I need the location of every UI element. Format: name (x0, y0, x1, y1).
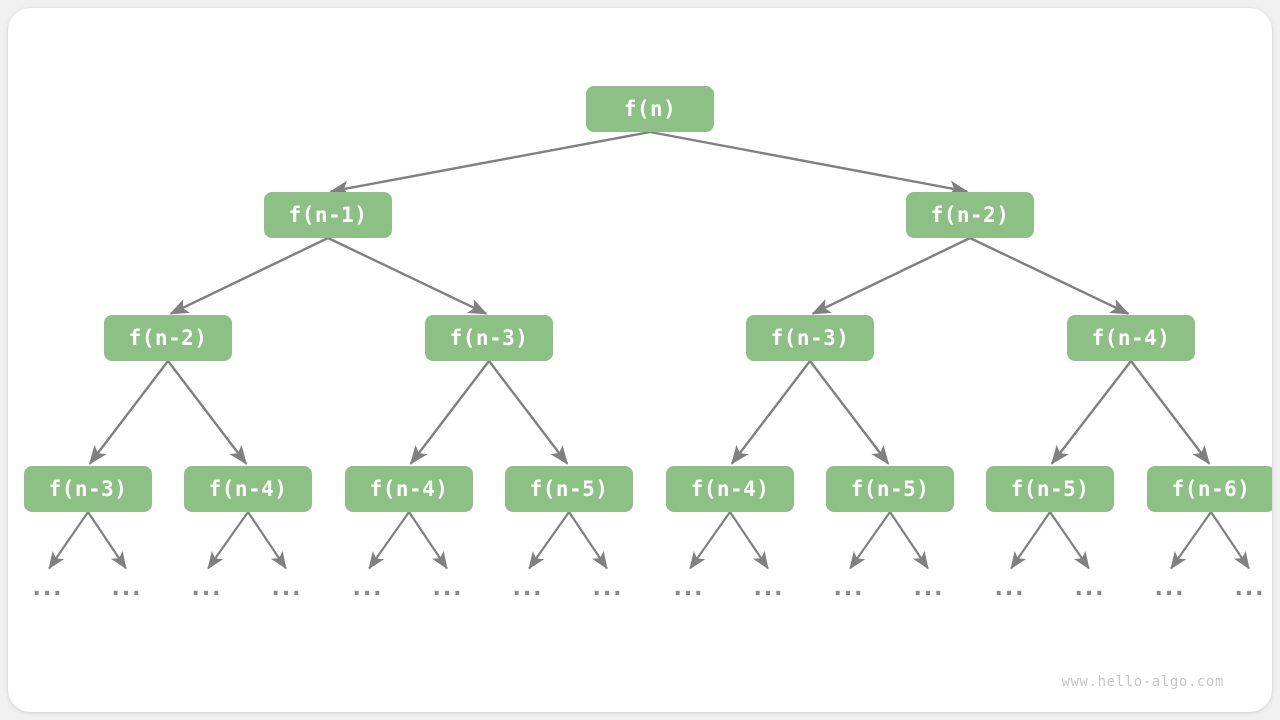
tree-edge-to-ellipsis (368, 511, 410, 570)
tree-node: f(n-1) (264, 192, 392, 238)
tree-edge-to-ellipsis (889, 511, 929, 570)
tree-node: f(n-6) (1147, 466, 1272, 512)
ellipsis-marker: ··· (352, 581, 384, 607)
ellipsis-marker: ··· (913, 581, 945, 607)
ellipsis-marker: ··· (592, 581, 624, 607)
ellipsis-marker: ··· (191, 581, 223, 607)
tree-node: f(n-5) (986, 466, 1114, 512)
ellipsis-marker: ··· (1074, 581, 1106, 607)
tree-edge-to-ellipsis (48, 511, 89, 570)
tree-node: f(n-2) (104, 315, 232, 361)
ellipsis-marker: ··· (753, 581, 785, 607)
tree-node: f(n-4) (345, 466, 473, 512)
ellipsis-marker: ··· (512, 581, 544, 607)
tree-edge (327, 236, 488, 315)
diagram-card: f(n) f(n-1) f(n-2) f(n-2) f(n-3) f(n-3) f(n-4)… (8, 8, 1272, 712)
tree-edge (811, 236, 971, 315)
tree-edge (167, 360, 248, 465)
tree-edge-to-ellipsis (87, 511, 127, 570)
ellipsis-marker: ··· (32, 581, 64, 607)
tree-edge (649, 130, 969, 196)
tree-edge-to-ellipsis (1210, 511, 1250, 570)
ellipsis-marker: ··· (994, 581, 1026, 607)
tree-node: f(n-5) (826, 466, 954, 512)
tree-edge-to-ellipsis (568, 511, 608, 570)
ellipsis-marker: ··· (111, 581, 143, 607)
tree-edge-to-ellipsis (1010, 511, 1051, 570)
tree-node: f(n-4) (666, 466, 794, 512)
watermark: www.hello-algo.com (1061, 674, 1224, 690)
tree-edge (409, 360, 490, 465)
tree-edge-to-ellipsis (408, 511, 448, 570)
tree-edge-to-ellipsis (207, 511, 249, 570)
ellipsis-marker: ··· (1234, 581, 1266, 607)
ellipsis-marker: ··· (432, 581, 464, 607)
tree-node: f(n) (586, 86, 714, 132)
tree-edge-to-ellipsis (247, 511, 287, 570)
tree-edge (809, 360, 890, 465)
tree-edge-to-ellipsis (729, 511, 769, 570)
tree-edge (1130, 360, 1211, 465)
tree-node: f(n-4) (1067, 315, 1195, 361)
tree-node: f(n-2) (906, 192, 1034, 238)
tree-edge (969, 236, 1130, 315)
tree-edge-to-ellipsis (689, 511, 731, 570)
tree-edge (488, 360, 569, 465)
tree-edge-to-ellipsis (1049, 511, 1090, 570)
tree-node: f(n-5) (505, 466, 633, 512)
tree-edge-to-ellipsis (1170, 511, 1212, 570)
tree-edge-to-ellipsis (528, 511, 570, 570)
tree-edge (88, 360, 169, 465)
ellipsis-marker: ··· (271, 581, 303, 607)
ellipsis-marker: ··· (673, 581, 705, 607)
tree-edge-to-ellipsis (849, 511, 891, 570)
tree-node: f(n-3) (746, 315, 874, 361)
tree-node: f(n-3) (24, 466, 152, 512)
ellipsis-marker: ··· (833, 581, 865, 607)
tree-edge (329, 130, 651, 196)
tree-edge (169, 236, 329, 315)
tree-edge (730, 360, 811, 465)
tree-node: f(n-3) (425, 315, 553, 361)
tree-edge (1050, 360, 1132, 465)
tree-node: f(n-4) (184, 466, 312, 512)
ellipsis-marker: ··· (1154, 581, 1186, 607)
